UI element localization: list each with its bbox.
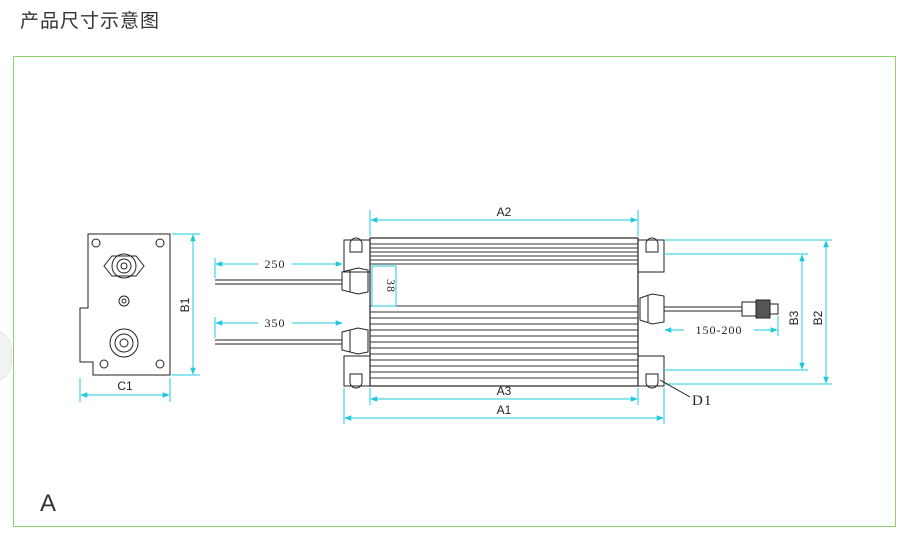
mount-hole-icon (99, 359, 109, 369)
label-cable-bottom: 350 (265, 316, 286, 330)
cable-gland-icon (341, 267, 369, 295)
label-a3: A3 (497, 384, 512, 398)
mount-hole-icon (91, 238, 101, 248)
label-a2: A2 (497, 205, 512, 219)
mount-hole-icon (155, 359, 165, 369)
gland-bottom-icon (109, 328, 139, 358)
label-output-cable: 150-200 (696, 323, 743, 337)
output-cable: 150-200 (639, 293, 779, 337)
label-a1: A1 (497, 403, 512, 417)
mount-slot-icon (645, 237, 659, 253)
vent-icon (118, 295, 130, 307)
label-b2: B2 (811, 310, 825, 325)
connector-icon (741, 299, 779, 319)
mount-slot-icon (349, 237, 363, 253)
label-inner-height: 38 (384, 279, 398, 293)
label-b1: B1 (178, 297, 192, 312)
input-cables: 250 350 (214, 257, 369, 355)
mount-slot-icon (349, 373, 363, 389)
mount-slot-icon (645, 373, 659, 389)
label-d1: D1 (692, 393, 712, 409)
page-title: 产品尺寸示意图 (20, 10, 161, 32)
label-b3: B3 (787, 310, 801, 325)
gland-top-icon (103, 253, 145, 279)
housing-dimensions: A2 A3 A1 B2 B3 D1 (343, 205, 832, 424)
label-cable-top: 250 (265, 257, 286, 271)
cable-gland-icon (341, 327, 369, 355)
main-housing: 38 (343, 237, 665, 389)
cable-gland-icon (639, 293, 665, 325)
mount-hole-icon (155, 238, 165, 248)
diagram-frame (13, 56, 896, 527)
end-view: B1 C1 (79, 233, 200, 402)
label-c1: C1 (117, 379, 133, 393)
corner-letter: A (40, 490, 57, 517)
